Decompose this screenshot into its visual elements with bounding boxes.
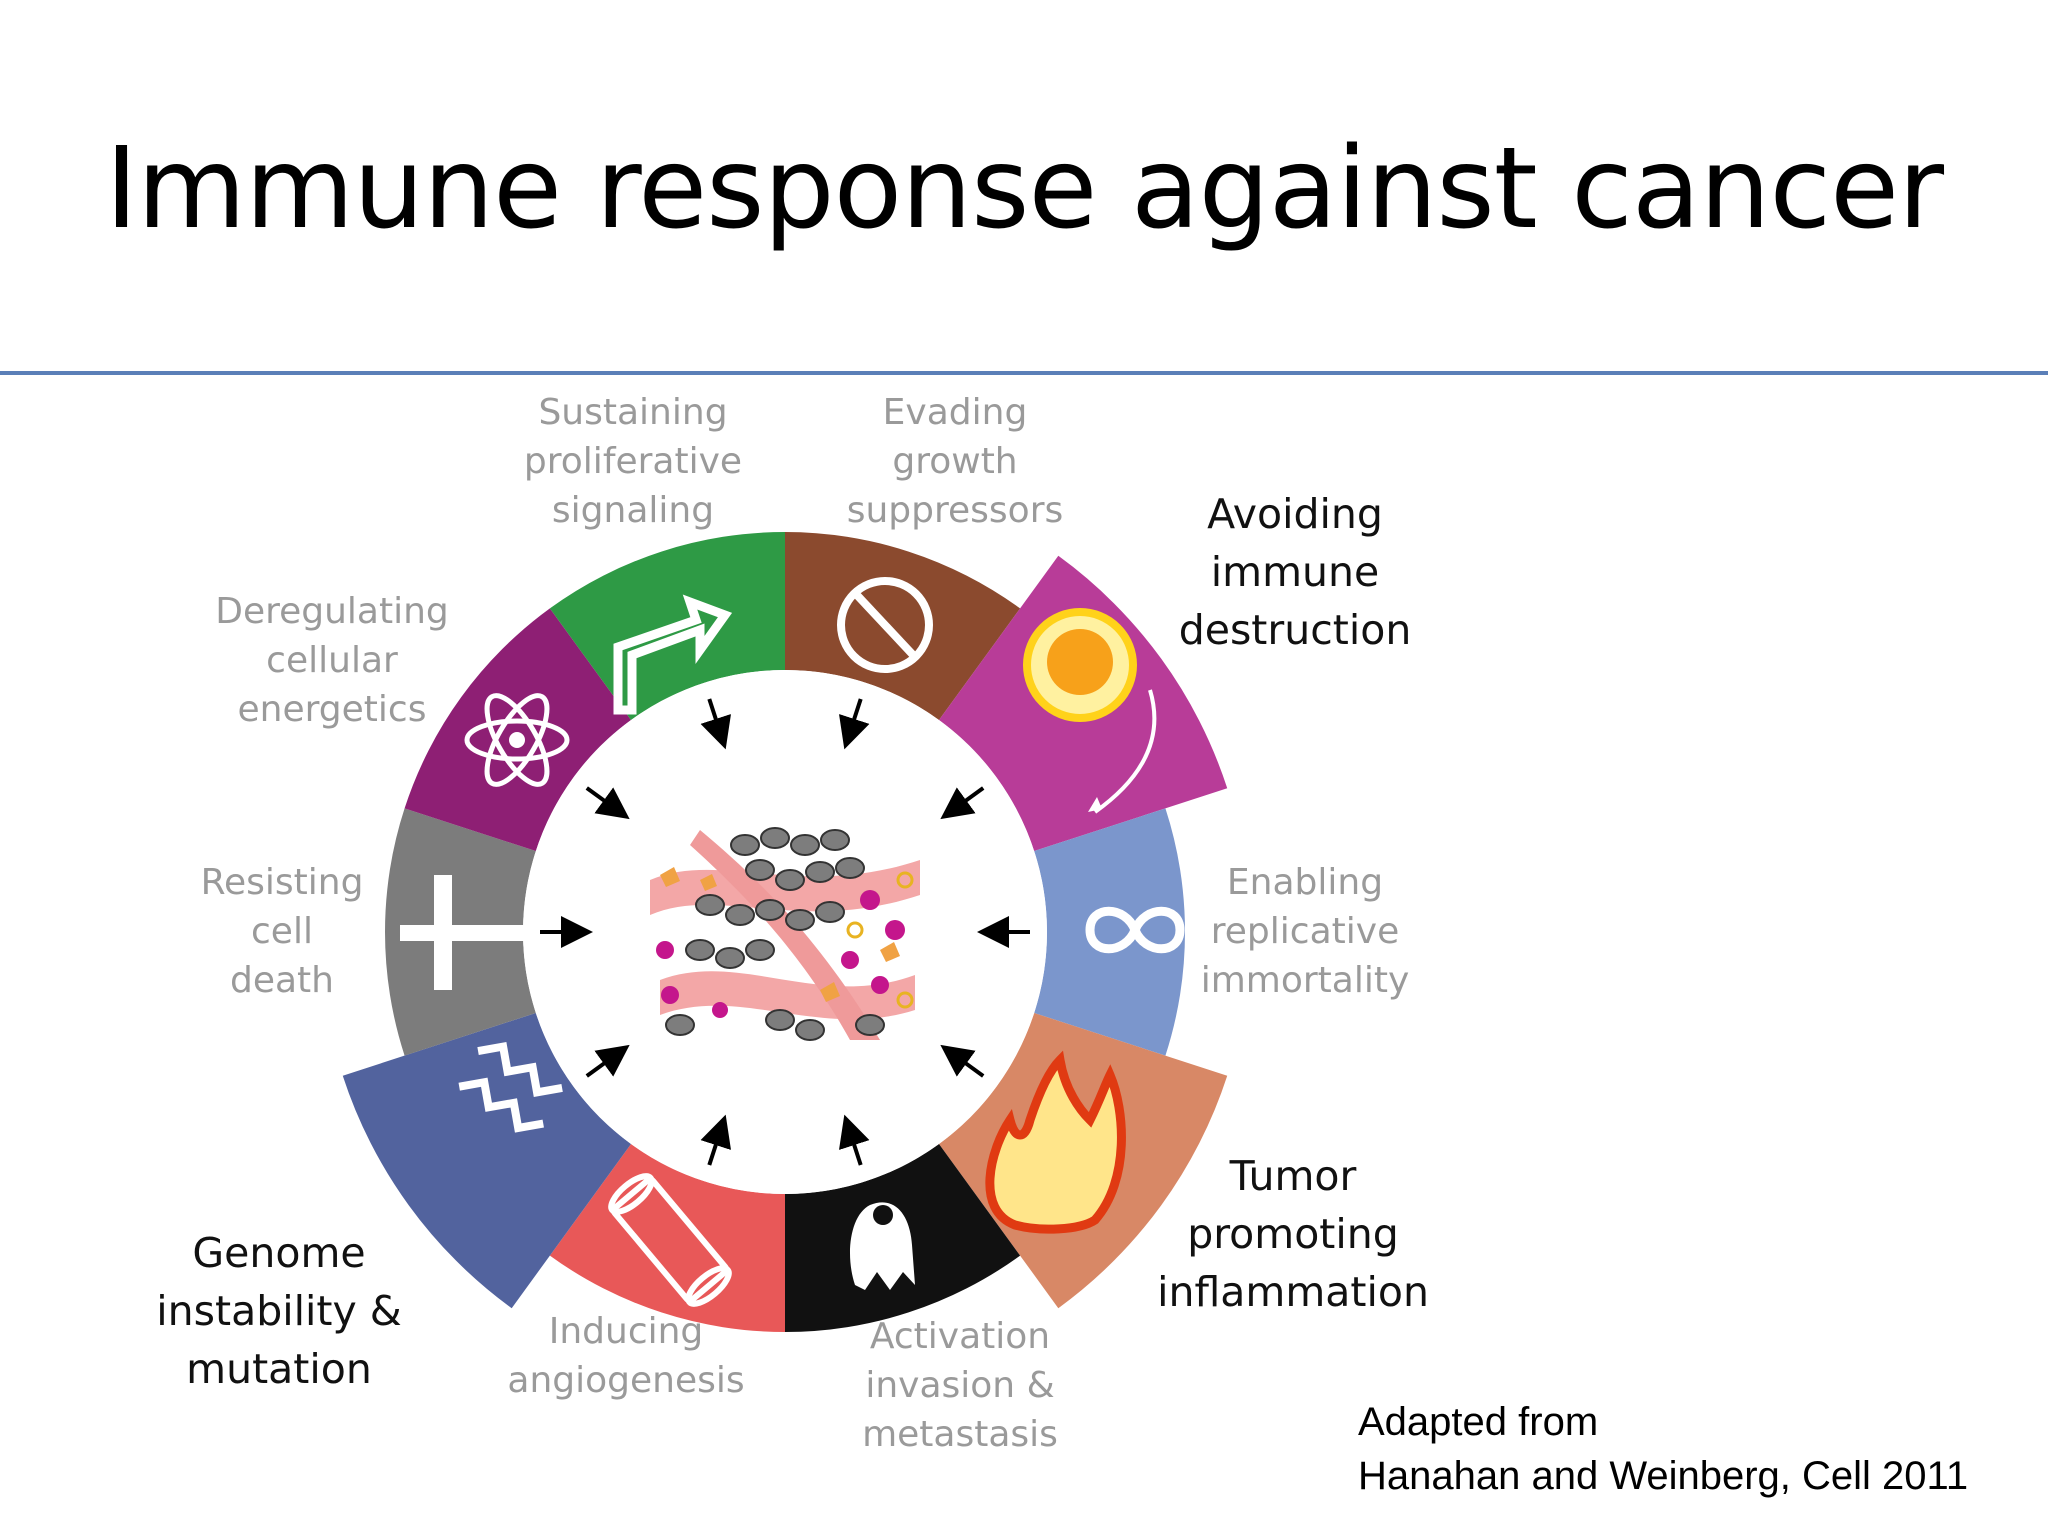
label-resisting-cell-death: Resisting cell death <box>200 862 364 1001</box>
inward-arrow <box>700 698 731 750</box>
inward-arrow <box>700 1114 731 1166</box>
segment-evading <box>785 532 1021 721</box>
cross-icon <box>400 875 525 990</box>
label-genome-instability-mutation: Genome instability & mutation <box>156 1229 402 1393</box>
bent-arrow-icon <box>613 594 733 715</box>
infinity-icon <box>1085 906 1185 954</box>
segment-deregulating <box>404 608 632 852</box>
label-tumor-promoting-inflammation: Tumor promoting inflammation <box>1157 1152 1429 1316</box>
inward-arrow <box>585 1044 630 1078</box>
slide-title: Immune response against cancer <box>104 124 1944 254</box>
immune-cell-icon <box>1023 608 1157 814</box>
ghost-cell-icon <box>850 1202 915 1290</box>
label-sustaining-proliferative-signaling: Sustaining proliferative signaling <box>523 392 743 531</box>
label-deregulating-cellular-energetics: Deregulating cellular energetics <box>215 591 449 730</box>
flame-icon <box>985 1050 1126 1234</box>
inward-arrow <box>839 698 870 750</box>
inward-arrow <box>839 1114 870 1166</box>
prohibited-icon <box>837 577 933 673</box>
segment-enabling <box>1034 808 1185 1056</box>
label-enabling-replicative-immortality: Enabling replicative immortality <box>1200 862 1410 1001</box>
title-divider <box>0 371 2048 375</box>
vessel-icon <box>608 1173 732 1307</box>
inward-arrow <box>940 786 985 820</box>
citation: Adapted from Hanahan and Weinberg, Cell … <box>1358 1400 1969 1498</box>
tumor-tissue-illustration <box>645 820 925 1045</box>
inward-arrow <box>585 786 630 820</box>
label-inducing-angiogenesis: Inducing angiogenesis <box>507 1311 745 1401</box>
atom-icon <box>464 693 570 787</box>
label-activation-invasion-metastasis: Activation invasion & metastasis <box>862 1316 1058 1455</box>
dna-helix-icon <box>458 1041 563 1133</box>
label-avoiding-immune-destruction: Avoiding immune destruction <box>1178 490 1412 654</box>
wheel-segments <box>342 532 1228 1332</box>
label-evading-growth-suppressors: Evading growth suppressors <box>846 392 1064 531</box>
inward-arrow <box>940 1044 985 1078</box>
